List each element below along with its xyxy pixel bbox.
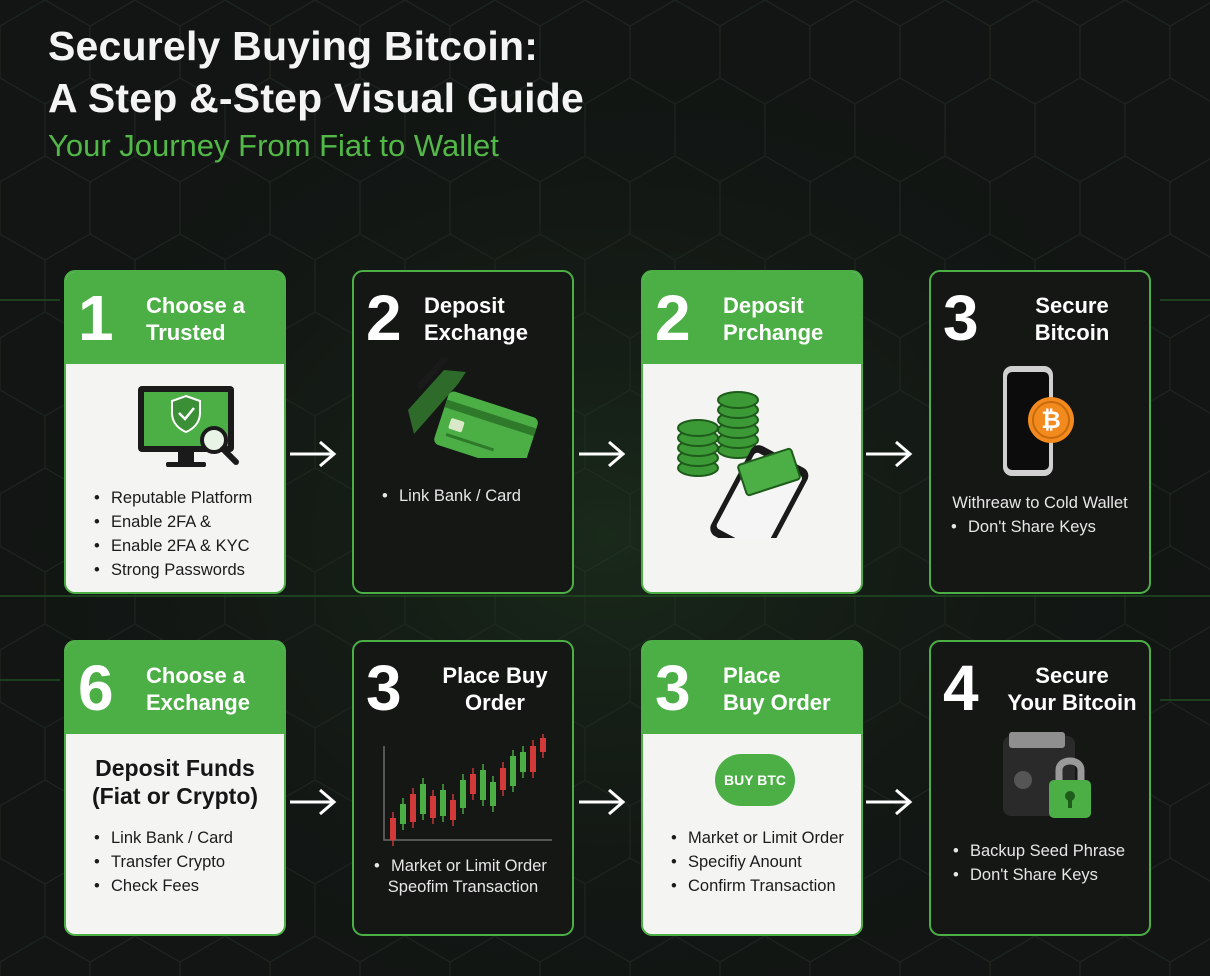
monitor-shield-magnifier-icon	[138, 386, 239, 467]
candle-body	[480, 770, 486, 800]
coins-phone-icon	[677, 391, 809, 538]
candle-body	[460, 780, 466, 808]
list-item: Market or Limit Order	[671, 826, 855, 850]
candle-body	[420, 784, 426, 814]
step-bullet-list: Don't Share Keys	[951, 515, 1143, 539]
step-heading: Deposit Funds(Fiat or Crypto)	[91, 755, 259, 809]
list-item: Reputable Platform	[94, 486, 278, 510]
arrow-right-icon	[290, 788, 337, 816]
arrow-right-icon	[579, 440, 626, 468]
candle-body	[540, 738, 546, 752]
step-number: 6	[78, 652, 114, 724]
list-item: Specifiy Anount	[671, 850, 855, 874]
step-bullet-list: Link Bank / Card Transfer Crypto Check F…	[94, 826, 278, 898]
list-item: Backup Seed Phrase	[953, 839, 1143, 863]
step-text: Speofim Transaction	[387, 878, 539, 896]
arrow-right-icon	[866, 440, 913, 468]
candle-body	[470, 774, 476, 794]
arrow-right-icon	[866, 788, 913, 816]
step-number: 3	[366, 652, 402, 724]
step-number: 1	[78, 282, 114, 354]
list-item: Transfer Crypto	[94, 850, 278, 874]
arrow-right-icon	[579, 788, 626, 816]
list-item: Check Fees	[94, 874, 278, 898]
candlestick-chart-icon	[383, 734, 552, 846]
candle-body	[440, 790, 446, 816]
step-bullet-list: Link Bank / Card	[382, 484, 566, 508]
list-item: Market or Limit Order	[374, 854, 566, 878]
candle-body	[500, 768, 506, 790]
step-bullet-list: Reputable Platform Enable 2FA & Enable 2…	[94, 486, 278, 582]
step-bullet-list: Market or Limit Order	[374, 854, 566, 878]
title-line-1: Securely Buying Bitcoin:	[48, 23, 539, 69]
list-item: Strong Passwords	[94, 558, 278, 582]
step-bullet-list: Market or Limit Order Specifiy Anount Co…	[671, 826, 855, 898]
step-number: 2	[366, 282, 402, 354]
step-number: 3	[655, 652, 691, 724]
step-number: 4	[943, 652, 979, 724]
candle-body	[530, 746, 536, 772]
bank-card-icon	[408, 358, 538, 458]
list-item: Don't Share Keys	[951, 515, 1143, 539]
candle-body	[390, 818, 396, 840]
candle-body	[400, 804, 406, 824]
candle-body	[430, 796, 436, 818]
list-item: Confirm Transaction	[671, 874, 855, 898]
wallet-padlock-icon	[1003, 732, 1091, 818]
phone-bitcoin-icon: ₿	[1003, 366, 1074, 476]
svg-text:₿: ₿	[1041, 407, 1061, 434]
candle-body	[520, 752, 526, 772]
arrow-right-icon	[290, 440, 337, 468]
step-number: 2	[655, 282, 691, 354]
candle-body	[490, 782, 496, 806]
list-item: Link Bank / Card	[94, 826, 278, 850]
page-subtitle: Your Journey From Fiat to Wallet	[48, 128, 499, 163]
title-line-2: A Step &-Step Visual Guide	[48, 75, 585, 121]
candle-body	[510, 756, 516, 786]
list-item: Don't Share Keys	[953, 863, 1143, 887]
list-item: Enable 2FA &	[94, 510, 278, 534]
step-number: 3	[943, 282, 979, 354]
step-text: Withreaw to Cold Wallet	[952, 494, 1128, 512]
list-item: Link Bank / Card	[382, 484, 566, 508]
buy-btc-button[interactable]: BUY BTC	[715, 754, 795, 806]
step-bullet-list: Backup Seed Phrase Don't Share Keys	[953, 839, 1143, 887]
candle-body	[450, 800, 456, 820]
page-title: Securely Buying Bitcoin: A Step &-Step V…	[48, 20, 584, 124]
list-item: Enable 2FA & KYC	[94, 534, 278, 558]
candle-body	[410, 794, 416, 822]
